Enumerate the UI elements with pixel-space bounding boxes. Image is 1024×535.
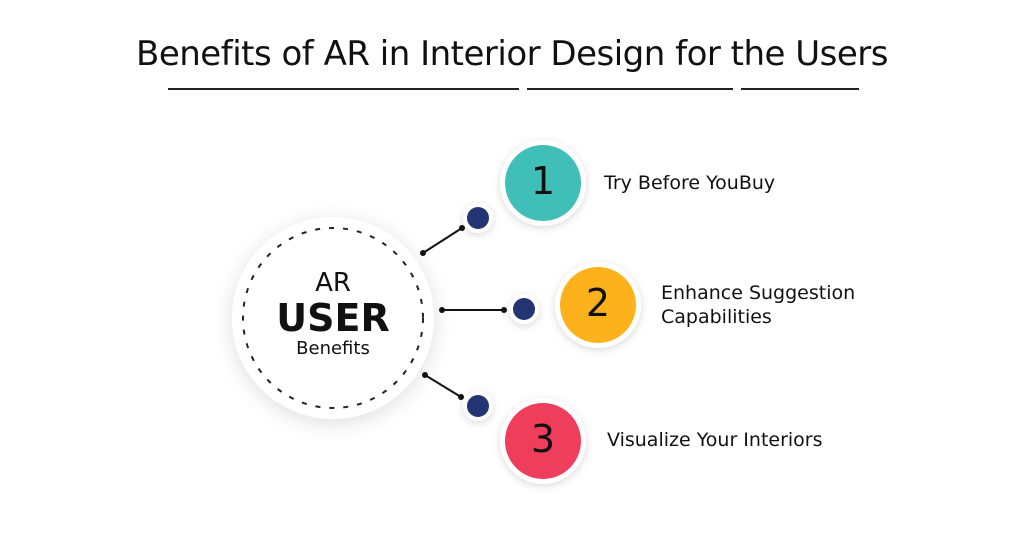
title-underline bbox=[741, 88, 859, 90]
connector-dot bbox=[467, 395, 489, 417]
connector-dot bbox=[467, 207, 489, 229]
number-3: 3 bbox=[530, 417, 556, 461]
center-ar: AR bbox=[315, 268, 351, 298]
benefit-label-1: Try Before YouBuy bbox=[604, 172, 776, 194]
benefit-label-2-line2: Capabilities bbox=[661, 306, 772, 328]
center-circle bbox=[232, 217, 434, 419]
number-1: 1 bbox=[530, 159, 556, 203]
title-underline bbox=[527, 88, 733, 90]
page-title: Benefits of AR in Interior Design for th… bbox=[136, 34, 888, 74]
dashed-ring bbox=[242, 227, 424, 409]
connector-1 bbox=[420, 203, 493, 256]
title-underline bbox=[168, 88, 519, 90]
number-circle-1 bbox=[505, 145, 581, 221]
benefit-label-2-line1: Enhance Suggestion bbox=[661, 282, 856, 304]
number-circle-3 bbox=[505, 403, 581, 479]
benefit-label-3: Visualize Your Interiors bbox=[607, 429, 823, 451]
connector-dot bbox=[513, 298, 535, 320]
connector-2 bbox=[439, 294, 539, 324]
number-2: 2 bbox=[585, 281, 611, 325]
number-circle-2 bbox=[560, 267, 636, 343]
connector-3 bbox=[422, 372, 493, 421]
center-benefits: Benefits bbox=[296, 338, 370, 359]
center-user: USER bbox=[276, 296, 390, 340]
